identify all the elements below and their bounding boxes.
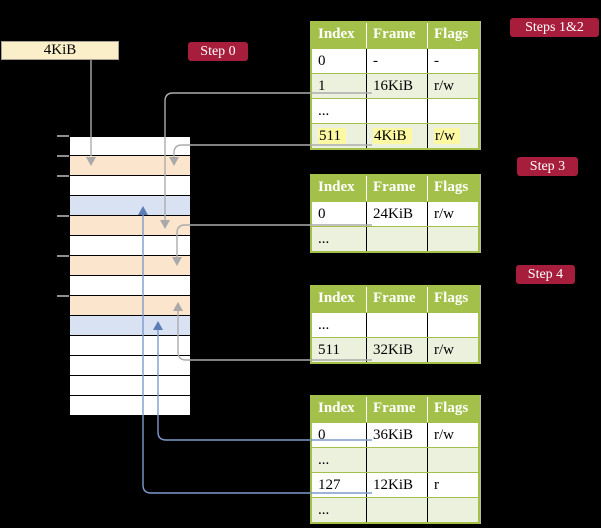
- column-header-flags: Flags: [434, 400, 469, 416]
- table-header-row: Index Frame Flags: [312, 287, 478, 312]
- memory-frame-row: [69, 316, 191, 336]
- table-row: 511 32KiB r/w: [312, 337, 478, 362]
- page-table-leaf: Index Frame Flags 0 36KiB r/w ... 127 12…: [310, 395, 480, 524]
- step-label-1-2: Steps 1&2: [510, 18, 599, 37]
- page-table-steps12: Index Frame Flags 0 - - 1 16KiB r/w ... …: [310, 21, 480, 150]
- memory-frame-row: [69, 296, 191, 316]
- table-header-row: Index Frame Flags: [312, 397, 478, 422]
- table-row: ...: [312, 497, 478, 522]
- table-row: ...: [312, 226, 478, 251]
- memory-frame-row: [69, 176, 191, 196]
- table-row: ...: [312, 98, 478, 123]
- table-row: ...: [312, 312, 478, 337]
- address-tick: [57, 215, 69, 217]
- column-header-flags: Flags: [434, 26, 469, 42]
- root-table-pointer-label: 4KiB: [43, 42, 77, 58]
- memory-frame-row: [69, 276, 191, 296]
- page-table-step3: Index Frame Flags 0 24KiB r/w ...: [310, 174, 480, 253]
- memory-frame-row: [69, 196, 191, 216]
- step-label-3: Step 3: [517, 157, 578, 176]
- column-header-index: Index: [312, 397, 367, 422]
- column-header-index: Index: [312, 176, 367, 201]
- table-row: 0 24KiB r/w: [312, 201, 478, 226]
- column-header-flags: Flags: [434, 290, 469, 306]
- table-row: 127 12KiB r: [312, 472, 478, 497]
- physical-memory-column: [69, 136, 191, 416]
- address-tick: [57, 295, 69, 297]
- column-header-frame: Frame: [367, 23, 428, 48]
- column-header-frame: Frame: [367, 397, 428, 422]
- address-tick: [57, 155, 69, 157]
- step-label-0: Step 0: [188, 42, 248, 61]
- table-header-row: Index Frame Flags: [312, 176, 478, 201]
- table-row: ...: [312, 447, 478, 472]
- memory-frame-row: [69, 356, 191, 376]
- memory-frame-row: [69, 376, 191, 396]
- table-row: 1 16KiB r/w: [312, 73, 478, 98]
- table-header-row: Index Frame Flags: [312, 23, 478, 48]
- step-label-4: Step 4: [516, 265, 575, 284]
- column-header-frame: Frame: [367, 287, 428, 312]
- memory-frame-row: [69, 236, 191, 256]
- address-tick: [57, 175, 69, 177]
- column-header-index: Index: [312, 23, 367, 48]
- memory-frame-row: [69, 216, 191, 236]
- column-header-flags: Flags: [434, 179, 469, 195]
- memory-frame-row: [69, 396, 191, 416]
- memory-frame-row: [69, 156, 191, 176]
- column-header-frame: Frame: [367, 176, 428, 201]
- memory-frame-row: [69, 256, 191, 276]
- root-table-pointer-box: 4KiB: [1, 41, 119, 60]
- address-tick: [57, 135, 69, 137]
- table-row-highlighted: 511 4KiB r/w: [312, 123, 478, 148]
- address-tick: [57, 255, 69, 257]
- table-row: 0 36KiB r/w: [312, 422, 478, 447]
- table-row: 0 - -: [312, 48, 478, 73]
- column-header-index: Index: [312, 287, 367, 312]
- memory-frame-row: [69, 336, 191, 356]
- memory-frame-row: [69, 136, 191, 156]
- page-table-step4: Index Frame Flags ... 511 32KiB r/w: [310, 285, 480, 364]
